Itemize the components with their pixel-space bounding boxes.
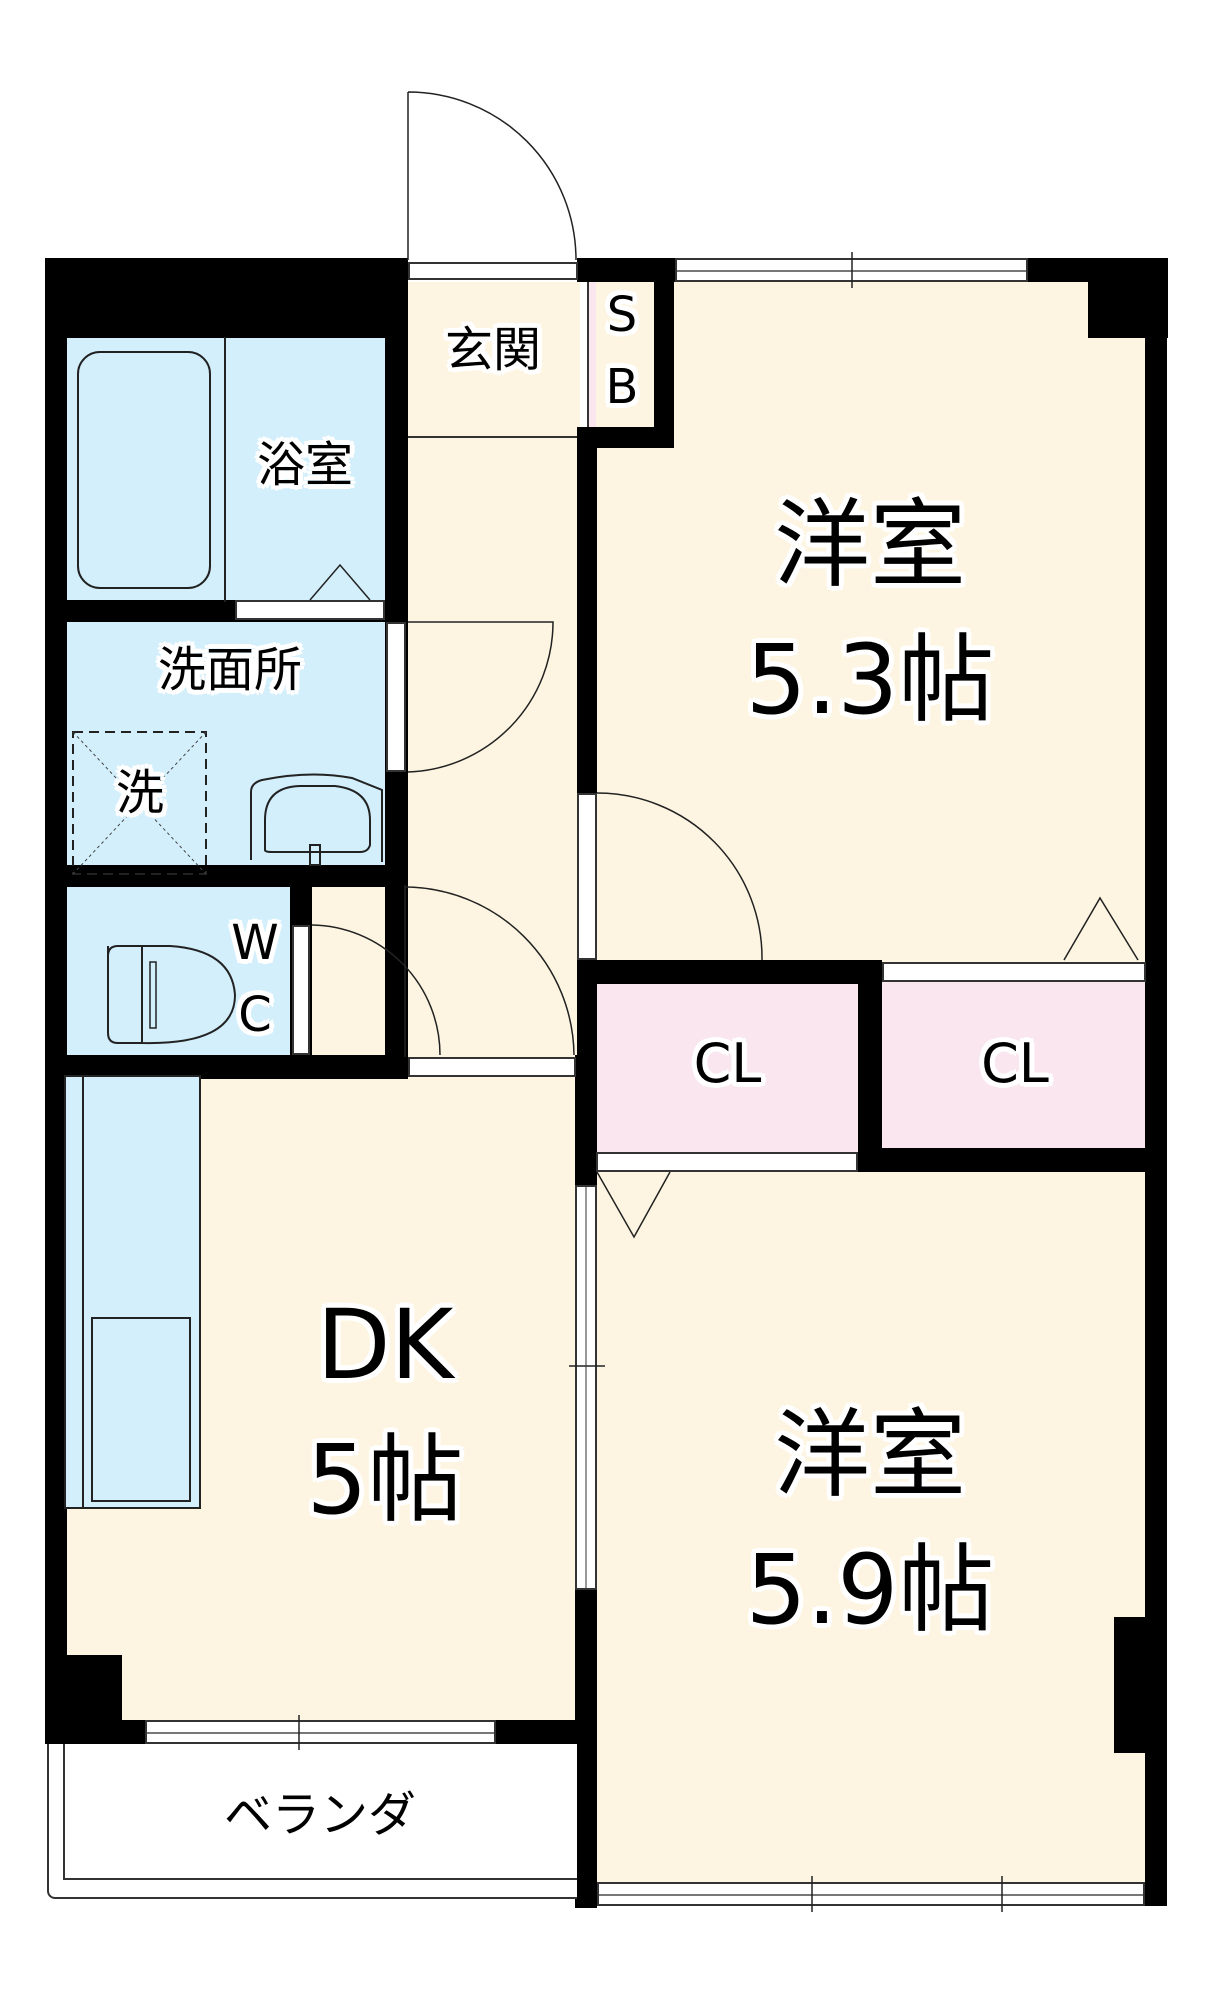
toilet-area xyxy=(67,885,292,1057)
western-room-2-label: 洋室 xyxy=(774,1399,966,1511)
shoe-box-label-b: B xyxy=(605,359,639,415)
wall-left xyxy=(45,258,67,1743)
wall-closet2-bottom xyxy=(858,1148,1148,1172)
room1-door-opening xyxy=(577,793,597,960)
wall-shoebox-bottom xyxy=(577,427,674,448)
wall-dk-bottom-left xyxy=(45,1720,145,1744)
wall-wash-wc xyxy=(45,865,408,887)
wall-between-closets xyxy=(858,960,882,1170)
dining-kitchen-size: 5帖 xyxy=(306,1424,464,1536)
wall-right xyxy=(1145,258,1167,1906)
toilet-label-c: C xyxy=(238,987,272,1043)
washroom-door-opening xyxy=(386,622,406,772)
closet-2-label: CL xyxy=(981,1032,1049,1095)
veranda-label: ベランダ xyxy=(223,1787,416,1843)
entrance-label: 玄関 xyxy=(444,322,541,378)
bath-label: 浴室 xyxy=(256,437,353,493)
veranda-inner-rail xyxy=(63,1744,577,1880)
western-room-1-label: 洋室 xyxy=(774,489,966,601)
pillar-right-lower xyxy=(1114,1617,1146,1753)
washer-label: 洗 xyxy=(115,765,164,821)
wall-top-left xyxy=(45,258,408,338)
dk-door-opening xyxy=(408,1057,576,1077)
bath-door-opening xyxy=(235,600,385,620)
western-room-1-size: 5.3帖 xyxy=(745,624,995,736)
wall-hall-room1 xyxy=(577,427,597,793)
closet2-door-opening xyxy=(882,962,1146,982)
western-room-2-size: 5.9帖 xyxy=(745,1534,995,1646)
window-dk-bottom xyxy=(145,1720,496,1744)
washroom-label: 洗面所 xyxy=(157,642,302,698)
window-room2-bottom xyxy=(597,1882,1145,1906)
wc-door-opening xyxy=(292,925,310,1055)
wall-top-entrance-right xyxy=(577,258,597,282)
entrance-floor xyxy=(408,282,580,438)
entrance-door-threshold xyxy=(408,262,578,280)
shoe-box-label-s: S xyxy=(606,287,638,343)
western-room-1-floor xyxy=(596,282,1146,962)
western-room-2-floor xyxy=(596,1170,1146,1892)
closet-2-area xyxy=(882,982,1146,1148)
closet-1-area xyxy=(596,982,858,1152)
veranda-area xyxy=(47,1744,577,1899)
closet1-door-opening xyxy=(596,1152,858,1172)
wall-dk-room2-upper xyxy=(575,1055,597,1185)
toilet-label-w: W xyxy=(231,915,279,971)
wall-dk-bottom-right xyxy=(496,1720,596,1744)
wall-room1-closet xyxy=(577,960,882,984)
dining-kitchen-label: DK xyxy=(316,1289,454,1401)
toilet-hall-floor xyxy=(312,885,577,1057)
closet-1-label: CL xyxy=(693,1032,762,1095)
wall-dk-room2-lower xyxy=(575,1590,597,1908)
wall-shoebox-right xyxy=(654,258,674,448)
